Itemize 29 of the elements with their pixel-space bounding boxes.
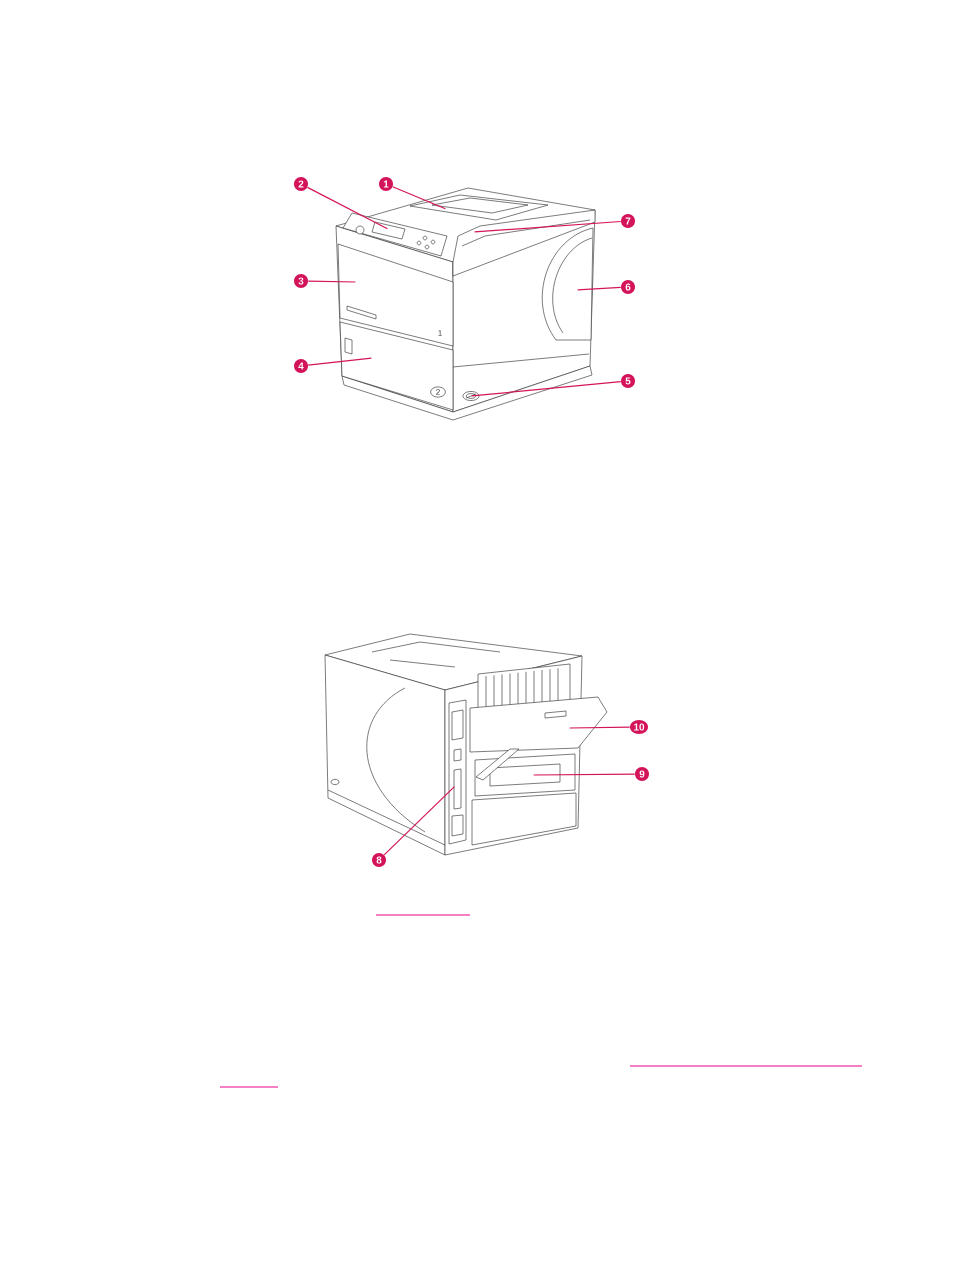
power-switch bbox=[462, 391, 480, 401]
callout-number: 9 bbox=[635, 767, 649, 781]
callout-number: 7 bbox=[621, 214, 635, 228]
callout-number: 4 bbox=[294, 359, 308, 373]
callout-number: 5 bbox=[621, 374, 635, 388]
output-bin bbox=[409, 194, 549, 221]
paper-tray bbox=[339, 321, 454, 411]
leader-line bbox=[392, 186, 446, 210]
tray-number: 2 bbox=[430, 386, 446, 398]
port-panel bbox=[448, 699, 467, 845]
callout-number: 2 bbox=[294, 177, 308, 191]
side-panel bbox=[541, 227, 594, 341]
leader-line bbox=[577, 286, 622, 291]
callout-number: 8 bbox=[372, 853, 386, 867]
leader-line bbox=[471, 381, 622, 397]
leader-line bbox=[307, 357, 372, 366]
tray-number: 1 bbox=[438, 330, 442, 336]
callout-number: 1 bbox=[379, 177, 393, 191]
rear-door bbox=[469, 696, 608, 781]
leader-line bbox=[383, 786, 455, 856]
callout-number: 6 bbox=[621, 280, 635, 294]
leader-line bbox=[533, 773, 636, 776]
leader-line bbox=[569, 726, 631, 729]
leader-line bbox=[306, 186, 388, 230]
leader-line bbox=[474, 220, 622, 233]
callout-number: 10 bbox=[630, 720, 648, 734]
control-panel bbox=[342, 212, 448, 257]
leader-line bbox=[307, 280, 356, 283]
callout-number: 3 bbox=[294, 274, 308, 288]
